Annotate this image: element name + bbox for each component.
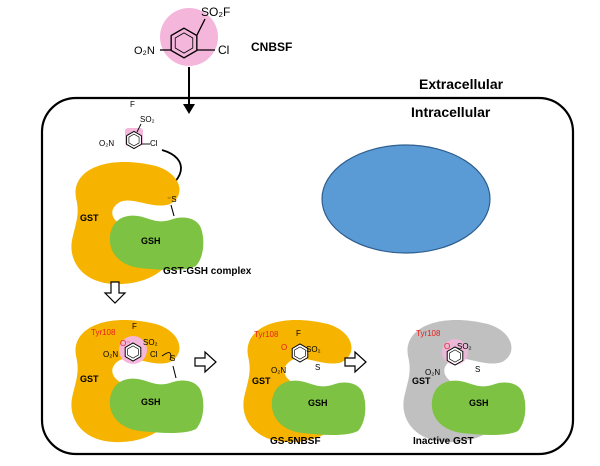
inactive-stage: Tyr108 O SO₂ O₂N S GST GSH Inactive GST bbox=[403, 319, 526, 447]
stage1-chloro: Cl bbox=[150, 350, 158, 359]
stage2-fluoro: F bbox=[296, 329, 301, 338]
gsh-label-1: GSH bbox=[141, 236, 161, 246]
cnbsf-small-so2: SO₂ bbox=[140, 115, 155, 124]
cnbsf-chloro-label: Cl bbox=[218, 43, 229, 57]
gst-label-1: GST bbox=[80, 213, 99, 223]
gst-label-2: GST bbox=[80, 374, 99, 384]
stage2-sulfur: S bbox=[315, 363, 320, 372]
complex-label: GST-GSH complex bbox=[163, 266, 252, 277]
stage1-fluoro: F bbox=[132, 322, 137, 331]
intracellular-label: Intracellular bbox=[411, 104, 491, 120]
oxygen-label-3: O bbox=[444, 342, 450, 351]
uptake-arrowhead bbox=[183, 104, 195, 114]
gst-label-4: GST bbox=[412, 376, 431, 386]
extracellular-label: Extracellular bbox=[419, 76, 504, 92]
tyr108-label-3: Tyr108 bbox=[416, 329, 441, 338]
cell-membrane bbox=[40, 96, 575, 456]
inactive-label: Inactive GST bbox=[413, 436, 474, 447]
right-step-arrow-1 bbox=[194, 350, 217, 374]
gsh-label-3: GSH bbox=[308, 398, 328, 408]
gst-gsh-complex: ⁻S GST GSH GST-GSH complex bbox=[71, 161, 252, 285]
cnbsf-nitro-label: O₂N bbox=[134, 45, 155, 57]
cnbsf-name-label: CNBSF bbox=[251, 40, 292, 54]
down-step-arrow bbox=[103, 281, 127, 304]
cnbsf-small-nitro: O₂N bbox=[99, 139, 114, 148]
stage2-so2: SO₂ bbox=[306, 345, 321, 354]
cnbsf-molecule: SO₂F Cl O₂N CNBSF bbox=[134, 5, 292, 66]
stage3-nitro: O₂N bbox=[425, 368, 440, 377]
right-step-arrow-2 bbox=[344, 350, 367, 374]
cnbsf-sulfonyl-label: SO₂F bbox=[201, 5, 230, 19]
phenolate-label-1: O⁻ bbox=[120, 339, 130, 348]
cnbsf-small-chloro: Cl bbox=[150, 139, 158, 148]
gsh-thiolate-label: ⁻S bbox=[167, 195, 177, 204]
adduct-label: GS-5NBSF bbox=[270, 436, 321, 447]
stage3-sulfur: S bbox=[475, 365, 480, 374]
stage1-so2: SO₂ bbox=[143, 338, 158, 347]
gsh-label-4: GSH bbox=[469, 398, 489, 408]
cell-nucleus bbox=[321, 144, 491, 254]
gsh-label-2: GSH bbox=[141, 397, 161, 407]
tyr108-label-2: Tyr108 bbox=[254, 330, 279, 339]
oxygen-label-2: O bbox=[281, 343, 287, 352]
attack-stage: Tyr108 O⁻ F SO₂ O₂N Cl S GST GSH bbox=[71, 319, 204, 443]
stage1-sulfur: S bbox=[170, 354, 175, 363]
tyr108-label-1: Tyr108 bbox=[91, 328, 116, 337]
stage2-nitro: O₂N bbox=[271, 366, 286, 375]
adduct-stage: Tyr108 O F SO₂ O₂N S GST GSH GS-5NBSF bbox=[243, 319, 366, 447]
stage1-nitro: O₂N bbox=[103, 350, 118, 359]
cnbsf-small-fluoro: F bbox=[130, 100, 135, 109]
gst-label-3: GST bbox=[252, 376, 271, 386]
stage3-so2: SO₂ bbox=[457, 342, 472, 351]
